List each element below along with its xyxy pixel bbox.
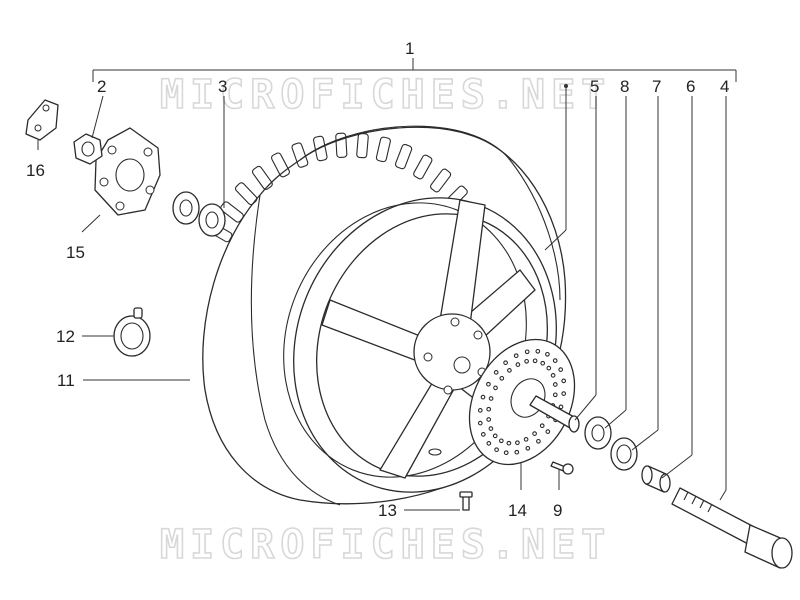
- tread-block: [291, 142, 309, 168]
- disc-hole: [486, 417, 492, 422]
- disc-hole: [558, 404, 564, 410]
- disc-hole: [493, 385, 498, 391]
- tread-block: [430, 168, 452, 193]
- callout-labels: 1 2 3 4 5 6 7 8 9 11 12 13 14 15 16: [26, 39, 729, 520]
- disc-hole: [540, 360, 546, 366]
- hub-nut: [73, 133, 103, 165]
- callout-4: 4: [720, 77, 729, 96]
- callout-3: 3: [218, 77, 227, 96]
- disc-hole: [488, 396, 494, 401]
- disc-hole: [494, 447, 499, 453]
- callout-9: 9: [553, 501, 562, 520]
- callout-6: 6: [686, 77, 695, 96]
- disc-hole: [523, 437, 529, 442]
- tread-block: [335, 132, 348, 158]
- spacer-bush: [641, 465, 671, 493]
- callout-15: 15: [66, 243, 85, 262]
- leader-lines: [37, 84, 727, 511]
- tread-block: [271, 152, 290, 178]
- disc-hole: [506, 440, 512, 446]
- disc-hole: [561, 391, 567, 396]
- callout-2: 2: [97, 77, 106, 96]
- tire-valve: [459, 491, 473, 511]
- assembly-bracket: [92, 58, 737, 82]
- tread-block: [394, 143, 413, 170]
- brake-disc: [468, 338, 576, 466]
- callout-8: 8: [620, 77, 629, 96]
- disc-hole: [515, 440, 520, 446]
- disc-hole: [498, 438, 504, 444]
- disc-hole: [552, 382, 558, 387]
- spacer: [529, 395, 580, 433]
- disc-hole: [480, 394, 486, 400]
- disc-hole: [546, 365, 552, 371]
- callout-13: 13: [378, 501, 397, 520]
- valve-clamp: [113, 307, 151, 357]
- tread-block: [313, 135, 328, 162]
- disc-hole: [503, 450, 509, 456]
- tread-block: [356, 132, 369, 159]
- callout-7: 7: [652, 77, 661, 96]
- disc-bolt: [550, 461, 574, 475]
- disc-hole: [532, 358, 538, 364]
- disc-hole: [558, 367, 564, 372]
- disc-hole: [515, 362, 521, 367]
- disc-holes: [477, 348, 567, 456]
- watermark-top: MICROFICHES.NET: [160, 72, 611, 118]
- callout-16: 16: [26, 161, 45, 180]
- disc-hole: [525, 445, 531, 451]
- disc-hole: [488, 426, 494, 431]
- disc-hole: [532, 431, 537, 436]
- bearing-right: [584, 416, 612, 450]
- disc-hole: [524, 349, 530, 355]
- oil-seal: [610, 437, 638, 471]
- disc-hole: [499, 375, 505, 381]
- cable-clip: [25, 99, 59, 141]
- watermark-bottom: MICROFICHES.NET: [160, 522, 611, 568]
- callout-14: 14: [508, 501, 527, 520]
- disc-hole: [480, 432, 486, 437]
- disc-hole: [536, 438, 541, 444]
- disc-hole: [486, 441, 492, 446]
- disc-hole: [493, 370, 499, 375]
- tread-block: [234, 182, 258, 206]
- disc-hole: [507, 368, 512, 373]
- disc-hole: [545, 429, 551, 434]
- tread-block: [220, 201, 244, 223]
- tread-block: [375, 136, 391, 163]
- disc-hole: [552, 392, 558, 398]
- disc-hole: [552, 358, 558, 363]
- callout-1: 1: [405, 39, 414, 58]
- disc-hole: [550, 373, 556, 378]
- disc-hole: [477, 408, 483, 413]
- disc-hole: [545, 351, 550, 357]
- disc-hole: [486, 406, 492, 412]
- disc-hole: [513, 353, 519, 359]
- axle: [671, 487, 793, 569]
- disc-hole: [535, 348, 541, 354]
- bearing-left: [172, 191, 226, 237]
- speedometer-drive: [94, 127, 161, 216]
- callout-11: 11: [57, 371, 75, 390]
- tread-block: [413, 154, 433, 180]
- disc-hole: [477, 420, 483, 426]
- disc-hole: [561, 378, 567, 384]
- disc-hole: [514, 449, 520, 455]
- disc-hole: [486, 381, 491, 387]
- disc-hole: [503, 360, 508, 366]
- tread-block: [251, 165, 273, 190]
- disc-hole: [539, 423, 545, 429]
- disc-hole: [524, 358, 529, 364]
- callout-12: 12: [56, 327, 75, 346]
- callout-5: 5: [590, 77, 599, 96]
- disc-hole: [492, 433, 498, 439]
